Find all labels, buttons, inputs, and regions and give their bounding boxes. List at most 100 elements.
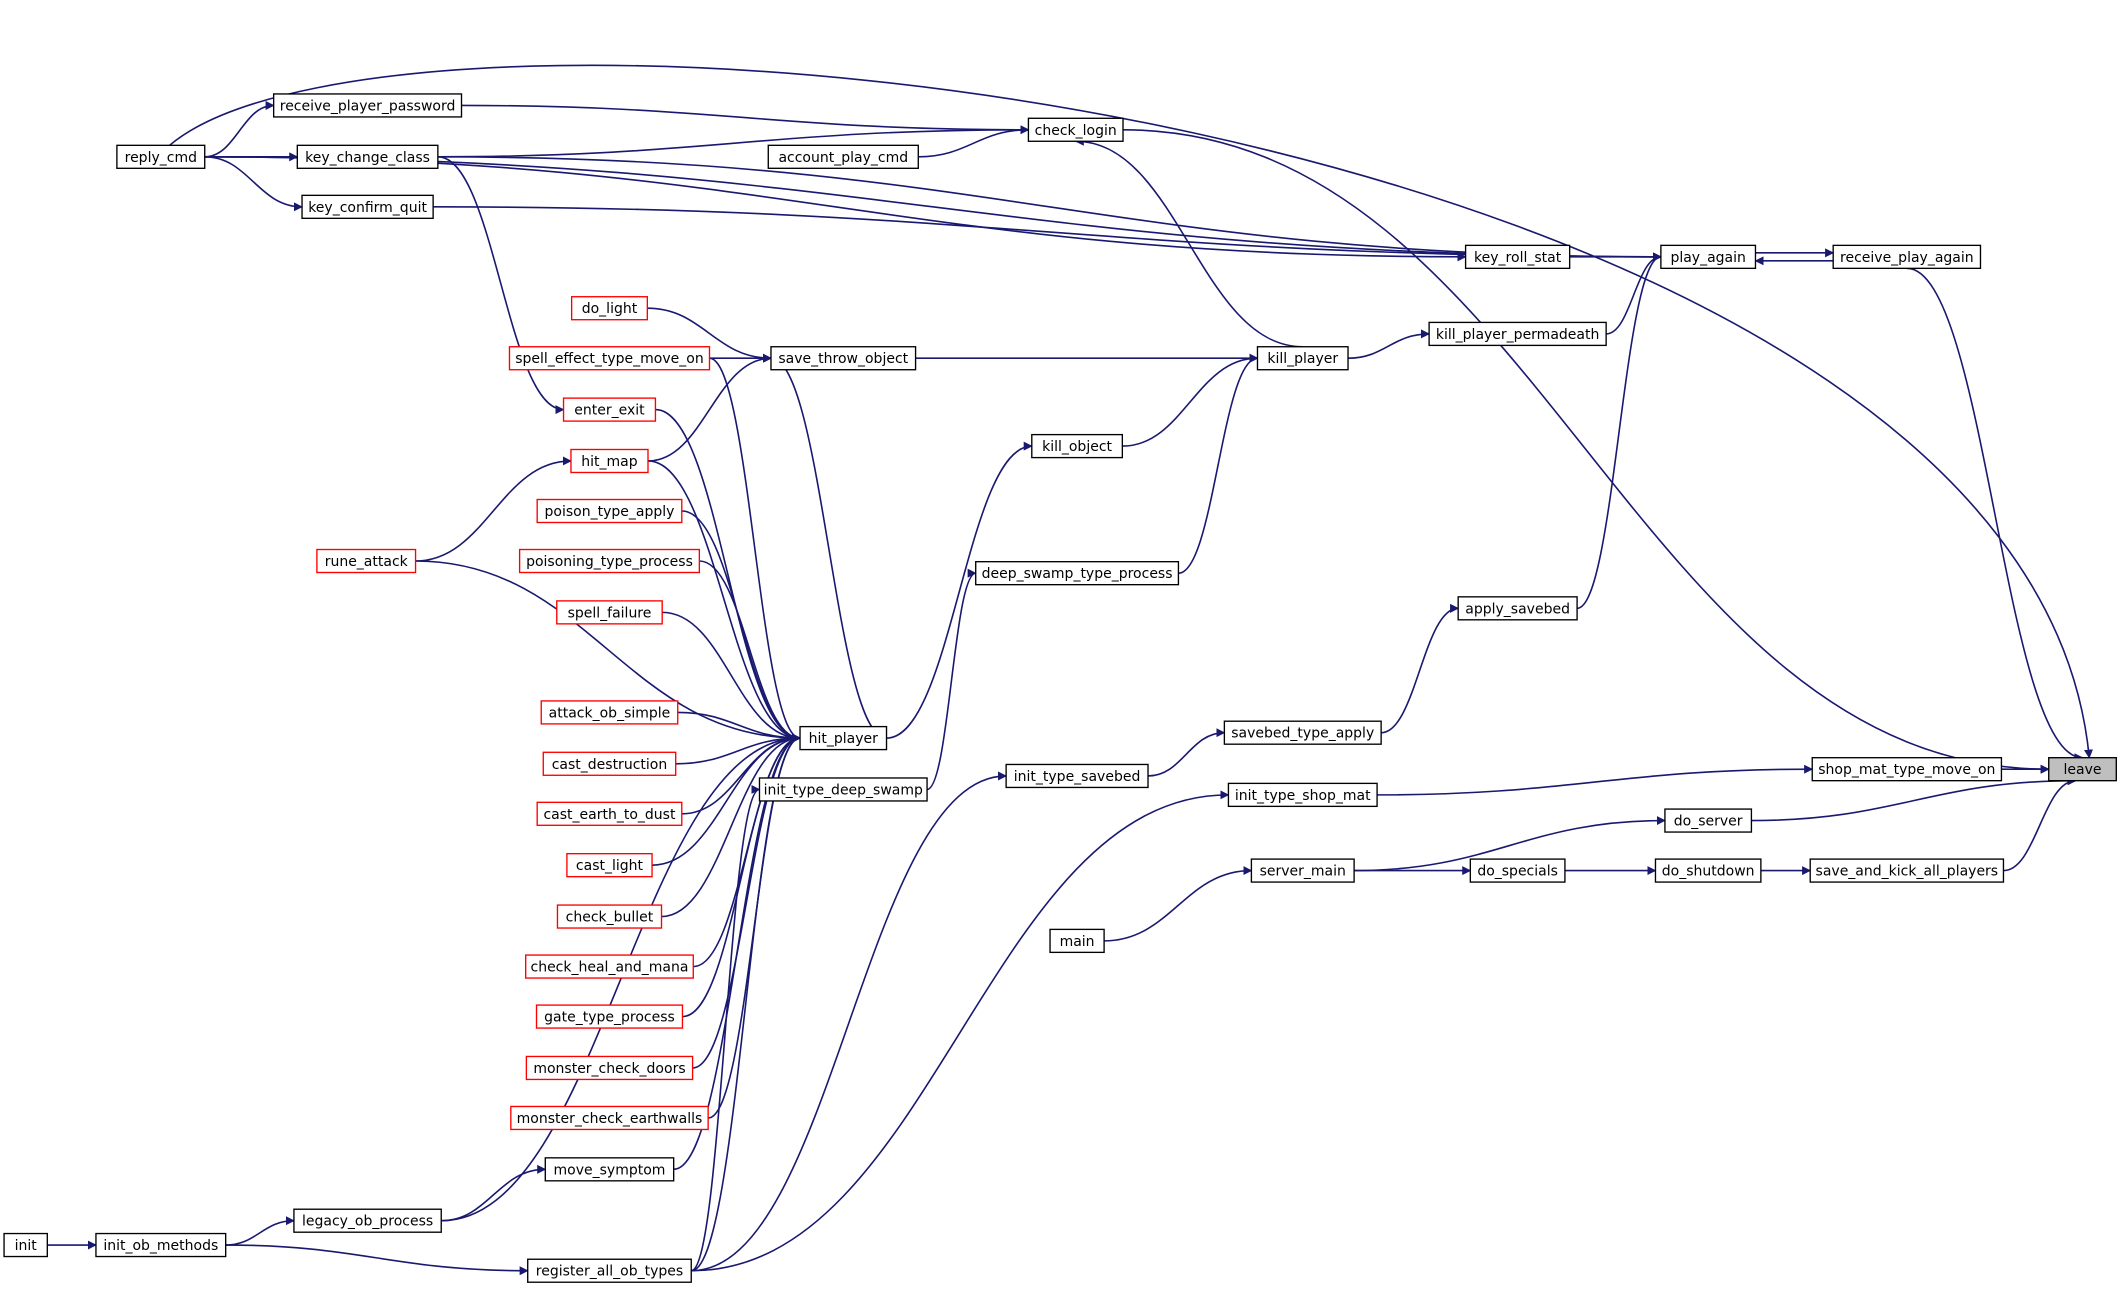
node-do-specials[interactable]: do_specials [1469, 858, 1566, 883]
edge [1122, 353, 1259, 447]
node-poison-type-apply[interactable]: poison_type_apply [536, 498, 683, 524]
node-kill-player-permadeath[interactable]: kill_player_permadeath [1428, 321, 1607, 347]
node-label: cast_earth_to_dust [543, 807, 675, 823]
edge-register_all_ob_types-to-init_type_shop_mat [691, 790, 1230, 1272]
node-label: monster_check_doors [533, 1061, 685, 1077]
node-label: init_type_shop_mat [1235, 788, 1371, 804]
node-check-bullet[interactable]: check_bullet [556, 904, 663, 929]
node-init-type-deep-swamp[interactable]: init_type_deep_swamp [758, 777, 928, 802]
edge-receive_play_again-to-leave [1906, 267, 2084, 763]
node-cast-destruction[interactable]: cast_destruction [542, 751, 677, 776]
edge [441, 733, 801, 1222]
node-shop-mat-type-move-on[interactable]: shop_mat_type_move_on [1811, 757, 2003, 782]
edge [1074, 136, 1303, 348]
node-check-heal-and-mana[interactable]: check_heal_and_mana [525, 954, 694, 979]
node-spell-effect-type-move-on[interactable]: spell_effect_type_move_on [508, 346, 711, 371]
edge-kill_player-to-check_login [1074, 136, 1303, 348]
edge-reply_cmd-to-leave [169, 64, 2093, 759]
node-key-roll-stat[interactable]: key_roll_stat [1464, 244, 1571, 270]
node-rune-attack[interactable]: rune_attack [316, 548, 417, 574]
node-enter-exit[interactable]: enter_exit [562, 397, 657, 422]
edge [1377, 764, 1814, 796]
node-receive-play-again[interactable]: receive_play_again [1832, 244, 1982, 270]
node-hit-map[interactable]: hit_map [570, 448, 649, 474]
node-reply-cmd[interactable]: reply_cmd [116, 144, 206, 169]
edge [655, 408, 801, 743]
node-legacy-ob-process[interactable]: legacy_ob_process [293, 1208, 442, 1233]
node-label: kill_object [1042, 439, 1112, 455]
node-kill-player[interactable]: kill_player [1256, 346, 1349, 371]
node-deep-swamp-type-process[interactable]: deep_swamp_type_process [975, 561, 1180, 586]
node-label: play_again [1670, 250, 1745, 266]
edge-key_change_class-to-check_login [437, 125, 1030, 158]
node-cast-earth-to-dust[interactable]: cast_earth_to_dust [536, 801, 683, 826]
node-label: shop_mat_type_move_on [1818, 762, 1995, 778]
node-box [2048, 757, 2117, 782]
edge [437, 156, 1662, 262]
edge-do_light-to-save_throw_object [647, 307, 772, 363]
edge [691, 733, 801, 1272]
node-init-type-savebed[interactable]: init_type_savebed [1005, 763, 1149, 789]
node-gate-type-process[interactable]: gate_type_process [535, 1004, 684, 1029]
node-box [296, 144, 439, 169]
node-savebed-type-apply[interactable]: savebed_type_apply [1223, 720, 1382, 745]
edge [1148, 728, 1226, 777]
node-account-play-cmd[interactable]: account_play_cmd [767, 144, 919, 169]
edge [415, 560, 801, 743]
node-label: gate_type_process [544, 1010, 675, 1026]
edge [415, 456, 572, 562]
node-do-shutdown[interactable]: do_shutdown [1654, 858, 1762, 883]
nodes-layer: leavecheck_loginreceive_player_passwordr… [3, 93, 2117, 1283]
node-kill-object[interactable]: kill_object [1031, 433, 1124, 459]
edge [204, 100, 275, 158]
edge [926, 568, 977, 791]
edge-savebed_type_apply-to-apply_savebed [1381, 603, 1460, 734]
node-label: poison_type_apply [545, 504, 675, 520]
node-label: poisoning_type_process [526, 554, 693, 570]
node-init-type-shop-mat[interactable]: init_type_shop_mat [1227, 782, 1378, 808]
node-check-login[interactable]: check_login [1027, 117, 1124, 142]
node-init-ob-methods[interactable]: init_ob_methods [95, 1232, 227, 1258]
node-key-change-class[interactable]: key_change_class [296, 144, 439, 169]
edge [699, 560, 801, 743]
edge [1751, 776, 2077, 822]
node-monster-check-doors[interactable]: monster_check_doors [525, 1055, 694, 1081]
edge-cast_light-to-hit_player [652, 733, 801, 866]
edge-init_ob_methods-to-legacy_ob_process [225, 1216, 295, 1246]
node-box [758, 777, 928, 802]
node-label: hit_map [581, 454, 637, 470]
edge [661, 733, 801, 918]
node-move-symptom[interactable]: move_symptom [544, 1157, 675, 1182]
node-attack-ob-simple[interactable]: attack_ob_simple [540, 700, 679, 725]
node-main[interactable]: main [1049, 928, 1105, 954]
node-init[interactable]: init [3, 1232, 48, 1258]
node-box [527, 1258, 692, 1283]
node-monster-check-earthwalls[interactable]: monster_check_earthwalls [510, 1105, 709, 1131]
node-box [1428, 321, 1607, 347]
edge-legacy_ob_process-to-hit_player [441, 733, 801, 1222]
node-play-again[interactable]: play_again [1660, 244, 1757, 270]
node-do-light[interactable]: do_light [570, 296, 648, 321]
node-save-throw-object[interactable]: save_throw_object [770, 346, 917, 371]
node-box [293, 1208, 442, 1233]
edge-key_confirm_quit-to-play_again [433, 206, 1662, 262]
edge-hit_player-to-kill_object [886, 441, 1033, 739]
edge [1104, 866, 1253, 942]
edge [647, 353, 772, 462]
node-label: key_confirm_quit [308, 200, 427, 216]
node-do-server[interactable]: do_server [1664, 808, 1753, 833]
node-save-and-kick-all-players[interactable]: save_and_kick_all_players [1809, 858, 2005, 883]
node-register-all-ob-types[interactable]: register_all_ob_types [527, 1258, 692, 1283]
node-receive-player-password[interactable]: receive_player_password [272, 93, 463, 118]
node-apply-savebed[interactable]: apply_savebed [1457, 596, 1578, 621]
node-cast-light[interactable]: cast_light [566, 853, 653, 878]
node-key-confirm-quit[interactable]: key_confirm_quit [301, 194, 434, 219]
node-label: reply_cmd [125, 150, 197, 166]
node-hit-player[interactable]: hit_player [799, 725, 888, 751]
node-server-main[interactable]: server_main [1250, 858, 1355, 883]
edge [647, 307, 772, 363]
node-spell-failure[interactable]: spell_failure [556, 600, 663, 625]
node-poisoning-type-process[interactable]: poisoning_type_process [518, 548, 701, 574]
node-box [508, 346, 711, 371]
edge [673, 733, 801, 1171]
